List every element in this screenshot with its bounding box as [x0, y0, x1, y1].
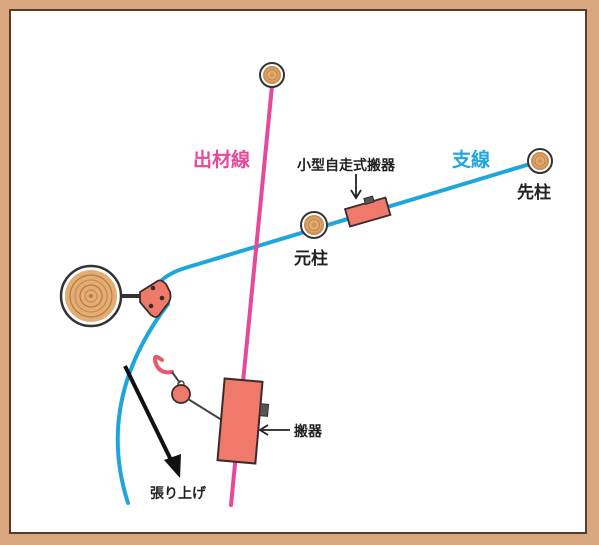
- branch-line: [153, 159, 542, 292]
- tip-pole-label: 先柱: [517, 182, 551, 203]
- tension-arrowhead: [164, 454, 181, 478]
- top-pole-icon: [259, 62, 285, 88]
- small-carrier-label: 小型自走式搬器: [297, 157, 396, 174]
- carrier-arrowhead: [258, 424, 269, 436]
- tension-label: 張り上げ: [150, 486, 207, 502]
- small-carrier-arrowhead: [350, 189, 362, 200]
- carrier-box: [216, 377, 270, 465]
- hook-icon: [152, 354, 226, 423]
- base-pole-icon: [300, 211, 328, 239]
- tension-arrow: [123, 365, 174, 463]
- base-pole-label: 元柱: [294, 248, 328, 269]
- output-line-label: 出材線: [193, 148, 250, 171]
- branch-line-label: 支線: [451, 148, 490, 171]
- tip-pole-icon: [527, 148, 553, 174]
- pulley-block-icon: [139, 279, 172, 318]
- large-log-icon: [59, 264, 142, 328]
- carrier-label: 搬器: [294, 423, 323, 440]
- small-carrier-box: [343, 195, 392, 228]
- branch-line-return: [115, 302, 170, 505]
